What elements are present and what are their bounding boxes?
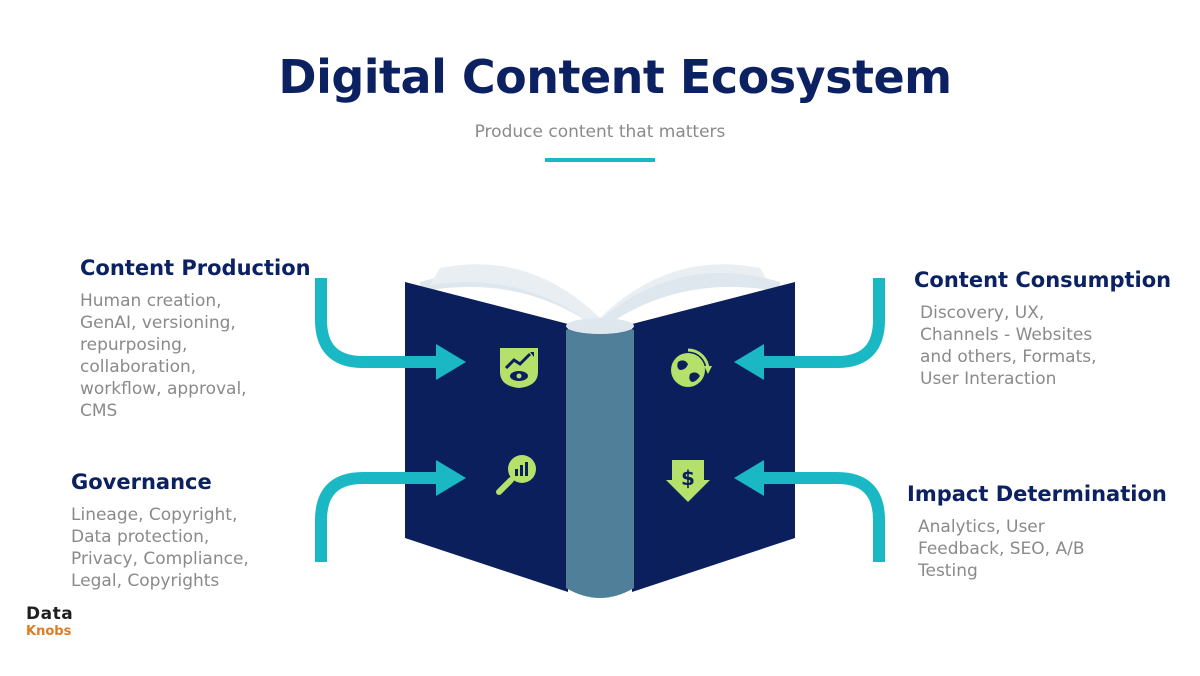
governance-line: Legal, Copyrights (71, 571, 220, 591)
arrow-head-governance (436, 460, 466, 496)
content-consumption-line: Discovery, UX, (920, 303, 1045, 323)
governance-line: Data protection, (71, 527, 210, 547)
magnifier-chart-icon (496, 455, 536, 495)
globe-refresh-icon (671, 348, 712, 387)
chart-eye-icon (500, 348, 538, 388)
impact-determination-line: Feedback, SEO, A/B (918, 539, 1085, 559)
content-production-line: CMS (80, 401, 118, 421)
arrow-head-impact-determination (734, 460, 764, 496)
logo-text-bottom: Knobs (26, 624, 72, 639)
page-title: Digital Content Ecosystem (278, 50, 952, 104)
content-production-title: Content Production (80, 256, 311, 280)
book-spine (566, 323, 634, 598)
content-consumption-text: Discovery, UX, Channels - Websites and o… (920, 302, 1190, 390)
arrow-content-production (315, 278, 438, 368)
book-page-right-back (600, 272, 780, 330)
dollar-down-icon: $ (666, 460, 710, 502)
svg-text:$: $ (681, 466, 695, 490)
book-cover-right (632, 282, 795, 592)
governance-line: Privacy, Compliance, (71, 549, 249, 569)
content-production-text: Human creation, GenAI, versioning, repur… (80, 290, 310, 422)
content-consumption-line: User Interaction (920, 369, 1057, 389)
content-production-line: collaboration, (80, 357, 197, 377)
impact-determination-title: Impact Determination (907, 482, 1167, 506)
impact-determination-line: Analytics, User (918, 517, 1045, 537)
arrow-governance (315, 472, 438, 562)
arrow-head-content-consumption (734, 344, 764, 380)
content-production-line: workflow, approval, (80, 379, 247, 399)
arrow-content-consumption (762, 278, 885, 368)
content-consumption-title: Content Consumption (914, 268, 1172, 292)
data-knobs-logo: Data Knobs (26, 604, 96, 642)
logo-text-top: Data (26, 604, 74, 624)
governance-line: Lineage, Copyright, (71, 505, 238, 525)
title-accent-line (545, 158, 655, 162)
impact-determination-line: Testing (918, 561, 978, 581)
content-production-line: Human creation, (80, 291, 222, 311)
governance-text: Lineage, Copyright, Data protection, Pri… (71, 504, 311, 592)
content-production-line: repurposing, (80, 335, 188, 355)
arrow-impact-determination (762, 472, 885, 562)
book-spine-top (566, 318, 634, 334)
arrow-head-content-production (436, 344, 466, 380)
content-consumption-line: and others, Formats, (920, 347, 1097, 367)
governance-title: Governance (71, 470, 212, 494)
impact-determination-text: Analytics, User Feedback, SEO, A/B Testi… (918, 516, 1178, 582)
book-cover-left (405, 282, 568, 592)
content-production-line: GenAI, versioning, (80, 313, 236, 333)
content-consumption-line: Channels - Websites (920, 325, 1093, 345)
book-page-left (430, 264, 600, 330)
page-subtitle: Produce content that matters (474, 122, 726, 142)
